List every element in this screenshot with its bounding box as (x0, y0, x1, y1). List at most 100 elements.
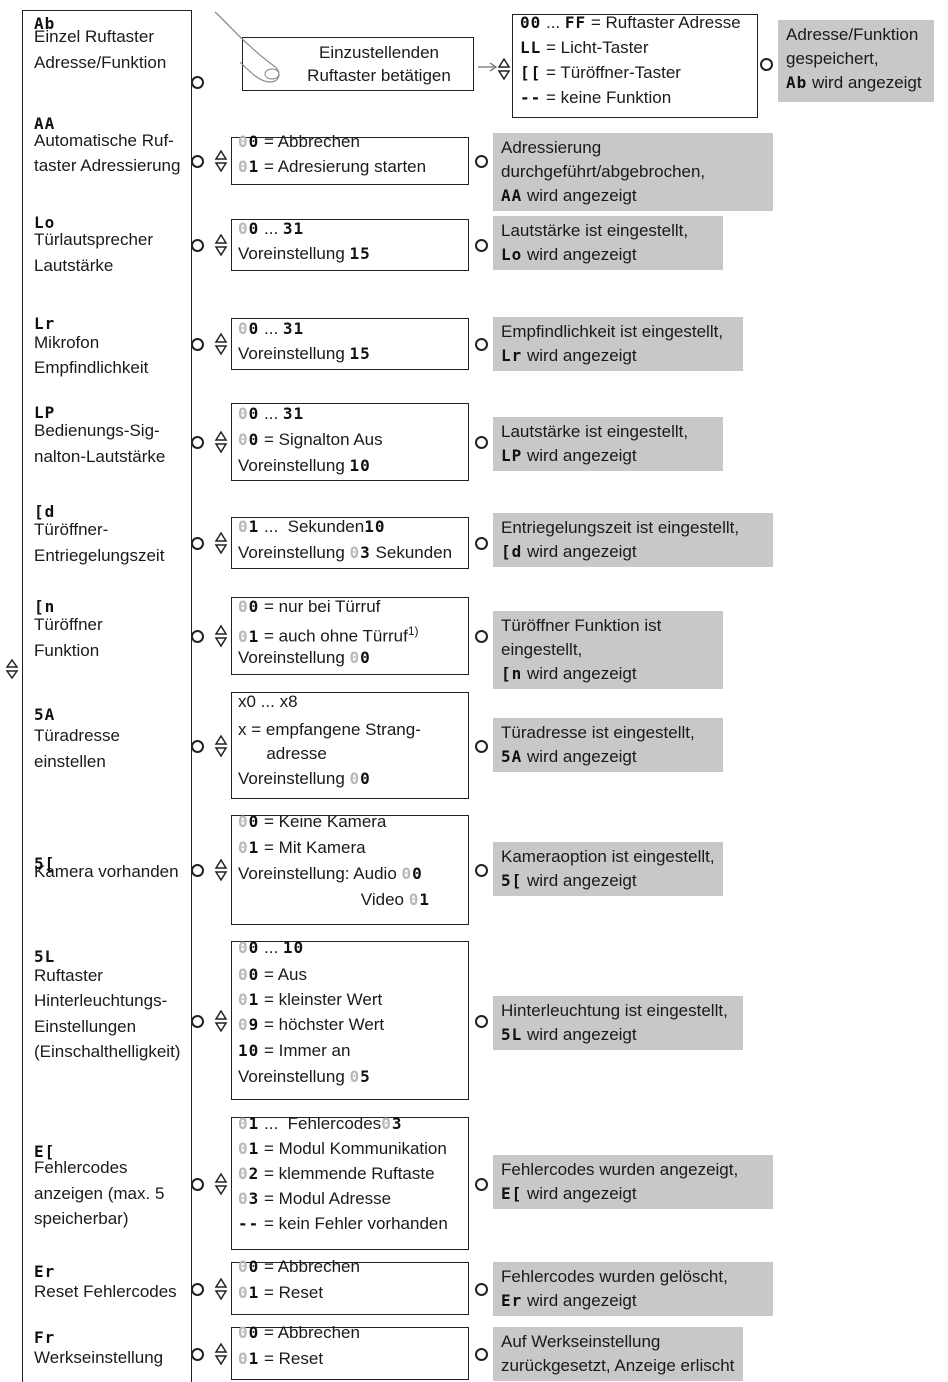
menu-code-5[interactable]: [d (34, 502, 55, 522)
result-code: 5A (501, 747, 523, 766)
option-code: 0 (248, 965, 260, 984)
option-code: FF (564, 13, 587, 32)
result-connector-circle[interactable] (475, 537, 488, 550)
menu-code: Lr (34, 314, 56, 333)
result-connector-circle[interactable] (475, 338, 488, 351)
option-scroll-arrows[interactable] (214, 429, 228, 455)
option-text: = Modul Kommunikation (259, 1139, 447, 1158)
result-connector-circle[interactable] (475, 1347, 488, 1361)
option-line: 03 = Modul Adresse (238, 1186, 391, 1211)
option-scroll-arrows[interactable] (214, 1341, 228, 1367)
menu-code-11[interactable]: Er (34, 1262, 55, 1282)
menu-code-10[interactable]: E[ (34, 1142, 55, 1162)
result-connector-circle[interactable] (475, 1282, 488, 1296)
menu-connector-circle[interactable] (191, 1347, 204, 1361)
option-scroll-arrows[interactable] (214, 1171, 228, 1197)
result-connector-circle[interactable] (760, 58, 773, 71)
option-code: -- (520, 88, 542, 107)
menu-connector-circle[interactable] (191, 739, 204, 753)
option-line: Voreinstellung 15 (238, 241, 371, 266)
option-text: Voreinstellung (238, 648, 350, 667)
menu-code-6[interactable]: [n (34, 597, 55, 617)
menu-scroll-arrows[interactable] (5, 658, 19, 685)
result-text: Entriegelungszeit ist eingestellt, (501, 518, 740, 537)
option-line: 01 = auch ohne Türruf1) (238, 619, 419, 649)
menu-code-4[interactable]: LP (34, 403, 55, 423)
menu-code-12[interactable]: Fr (34, 1328, 55, 1348)
option-scroll-arrows[interactable] (214, 857, 228, 883)
option-text: = Reset (259, 1283, 324, 1302)
option-code: 0 (248, 319, 260, 338)
result-text: wird angezeigt (522, 1184, 637, 1203)
menu-connector-circle[interactable] (191, 155, 204, 168)
option-scroll-arrows[interactable] (214, 232, 228, 258)
result-connector-circle[interactable] (475, 1177, 488, 1191)
option-code-dim: 0 (349, 1067, 361, 1086)
option-scroll-arrows[interactable] (214, 331, 228, 357)
option-scroll-arrows[interactable] (497, 56, 511, 82)
option-line: LL = Licht-Taster (520, 35, 649, 60)
menu-label: Werkseinstellung (34, 1348, 164, 1367)
menu-connector-circle[interactable] (191, 239, 204, 252)
option-line: 01 = Mit Kamera (238, 835, 366, 860)
option-line: adresse (238, 741, 327, 766)
option-code: 0 (248, 404, 260, 423)
result-box: Hinterleuchtung ist eingestellt,5L wird … (493, 996, 743, 1050)
menu-connector-circle[interactable] (191, 1282, 204, 1296)
menu-connector-circle[interactable] (191, 76, 204, 89)
option-line: Voreinstellung 03 Sekunden (238, 540, 452, 565)
option-scroll-arrows[interactable] (214, 148, 228, 174)
result-connector-circle[interactable] (475, 239, 488, 252)
option-scroll-arrows[interactable] (214, 733, 228, 759)
option-code-dim: 0 (238, 838, 249, 857)
option-code: 00 (520, 13, 542, 32)
option-code: 10 (364, 517, 386, 536)
option-code: 10 (238, 1041, 260, 1060)
option-line: 00 ... FF = Ruftaster Adresse (520, 10, 741, 35)
menu-connector-circle[interactable] (191, 864, 204, 877)
result-connector-circle[interactable] (475, 630, 488, 643)
menu-connector-circle[interactable] (191, 537, 204, 550)
result-connector-circle[interactable] (475, 739, 488, 753)
menu-label: Türlautsprecher (34, 230, 154, 249)
option-code-dim: 0 (238, 219, 249, 238)
result-text: Fehlercodes wurden angezeigt, (501, 1160, 739, 1179)
result-text: wird angezeigt (807, 73, 922, 92)
option-text: = Aus (259, 965, 308, 984)
option-text: ... (259, 404, 283, 423)
option-code: 1 (248, 1114, 260, 1133)
option-scroll-arrows[interactable] (214, 1008, 228, 1034)
result-connector-circle[interactable] (475, 1014, 488, 1028)
option-scroll-arrows[interactable] (214, 530, 228, 556)
option-code-dim: 0 (238, 1189, 249, 1208)
menu-connector-circle[interactable] (191, 1014, 204, 1028)
option-text: Voreinstellung (238, 543, 350, 562)
menu-code-8[interactable]: 5[ (34, 854, 55, 874)
menu-code: 5A (34, 705, 56, 724)
menu-code-0[interactable]: Ab (34, 14, 55, 34)
result-connector-circle[interactable] (475, 155, 488, 168)
result-code: Er (501, 1291, 523, 1310)
menu-connector-circle[interactable] (191, 1177, 204, 1191)
option-code: 0 (248, 132, 260, 151)
menu-connector-circle[interactable] (191, 630, 204, 643)
option-text: = Adresierung starten (259, 157, 427, 176)
menu-code-7[interactable]: 5A (34, 705, 55, 725)
option-code: 1 (248, 838, 260, 857)
menu-code-2[interactable]: Lo (34, 213, 55, 233)
menu-connector-circle[interactable] (191, 436, 204, 449)
result-connector-circle[interactable] (475, 436, 488, 449)
option-text: = Abbrechen (259, 1323, 360, 1342)
result-connector-circle[interactable] (475, 864, 488, 877)
menu-connector-circle[interactable] (191, 338, 204, 351)
menu-code: Er (34, 1262, 56, 1281)
option-scroll-arrows[interactable] (214, 1276, 228, 1302)
option-scroll-arrows[interactable] (214, 623, 228, 649)
menu-code-9[interactable]: 5L (34, 947, 55, 967)
result-text: wird angezeigt (522, 446, 637, 465)
option-code: 10 (282, 938, 305, 957)
option-code: 15 (349, 244, 371, 263)
result-box: Lautstärke ist eingestellt,Lo wird angez… (493, 216, 723, 270)
menu-code-3[interactable]: Lr (34, 314, 55, 334)
menu-code-1[interactable]: AA (34, 114, 55, 134)
